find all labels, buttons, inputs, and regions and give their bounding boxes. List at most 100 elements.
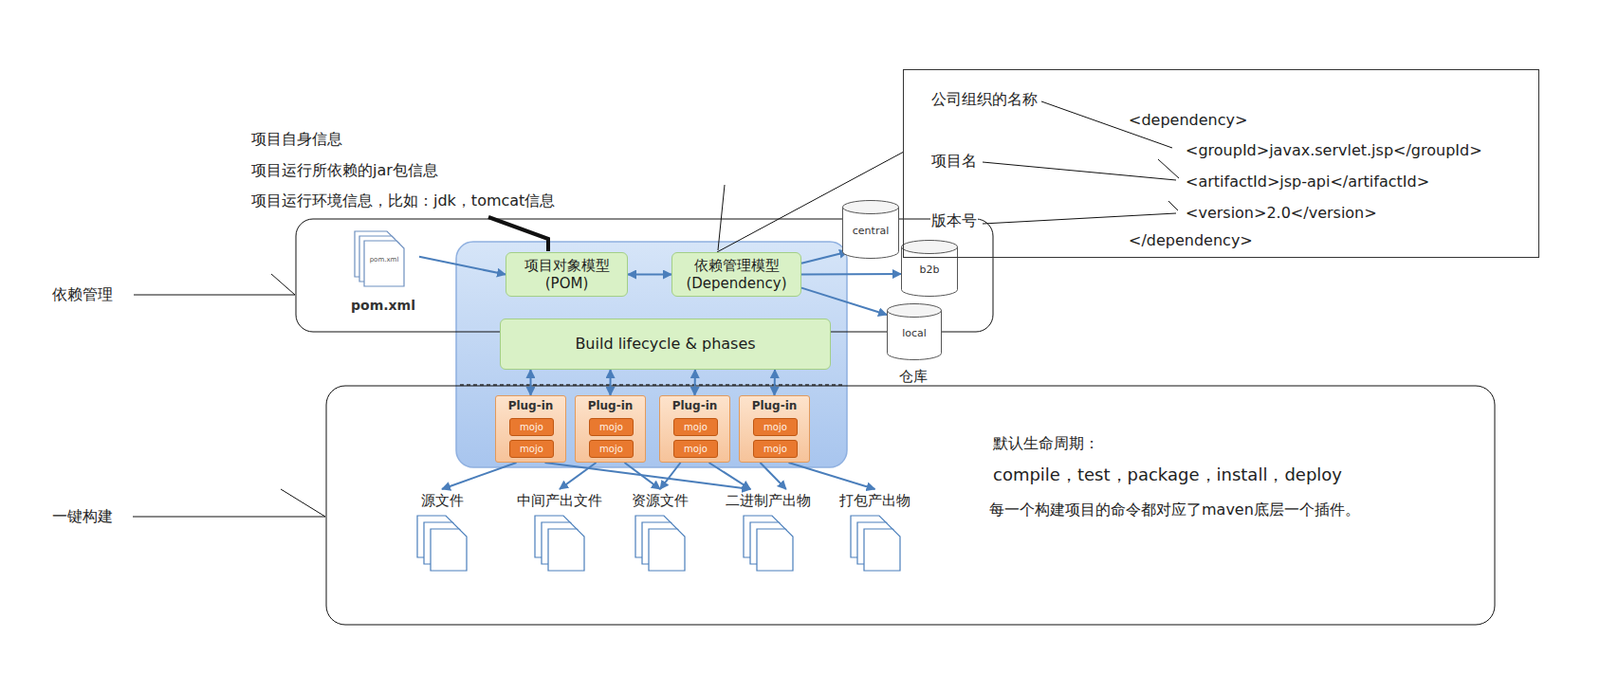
file-stack (845, 514, 906, 573)
leader-tick (1168, 201, 1178, 211)
file-page (864, 529, 901, 571)
output-files: 二进制产出物 (723, 489, 813, 573)
mojo-label: mojo (599, 422, 624, 433)
build-region (326, 386, 1495, 626)
file-icon: pom.xml pom.xml (347, 229, 420, 321)
leader-line (280, 489, 326, 517)
model-box: 依赖管理模型 (Dependency) (671, 252, 802, 297)
leader-line (982, 162, 1177, 181)
pointer-line (488, 217, 549, 252)
repository-label: central (842, 224, 900, 238)
plugin-label: Plug-in (660, 399, 730, 413)
plugin-label: Plug-in (496, 399, 566, 413)
box-label: 依赖管理模型 (Dependency) (678, 257, 795, 294)
output-label: 中间产出文件 (514, 489, 605, 511)
file-stack (737, 514, 799, 573)
connector (559, 462, 597, 490)
cylinder-body (843, 206, 900, 259)
xml-line: <dependency> (1127, 110, 1249, 130)
connector (441, 462, 517, 490)
xml-line: <artifactId>jsp-api</artifactId> (1184, 172, 1431, 192)
annotation-label: 依赖管理 (52, 285, 113, 305)
cylinder-top (901, 240, 958, 255)
annotation-text: 公司组织的名称 (930, 90, 1039, 110)
file-page (430, 529, 467, 571)
box-label: 项目对象模型 (POM) (512, 257, 622, 294)
connector (773, 369, 777, 396)
plugin-box: Plug-in mojo mojo (738, 395, 810, 463)
annotation-label: 每一个构建项目的命令都对应了maven底层一个插件。 (989, 500, 1361, 520)
connector (419, 257, 506, 276)
mojo-label: mojo (519, 443, 544, 455)
leader-line (982, 213, 1177, 224)
cylinder-top (887, 304, 942, 318)
annotation-text: 版本号 (930, 211, 978, 231)
connector (660, 462, 681, 490)
xml-line: <version>2.0</version> (1184, 203, 1379, 223)
connector (801, 288, 887, 315)
repository-cylinder: local (886, 303, 942, 361)
plugin-box: Plug-inmojomojo (574, 395, 646, 463)
leader-line (132, 516, 326, 518)
connector (545, 462, 752, 490)
connector (529, 369, 532, 396)
leader-line (133, 294, 295, 296)
connector (609, 369, 612, 396)
xml-line: <groupId>javax.servlet.jsp</groupId> (1184, 141, 1484, 161)
box-label: Build lifecycle & phases (574, 334, 755, 354)
connector (627, 274, 672, 276)
annotation-label: 一键构建 (52, 507, 113, 527)
file-page (548, 529, 585, 571)
file-label: pom.xml (347, 297, 420, 313)
repository-label: local (886, 327, 942, 340)
annotation-label: 仓库 (899, 367, 928, 387)
connector (789, 462, 876, 490)
connector (801, 273, 902, 276)
mojo-label: mojo (763, 443, 788, 455)
output-files: 资源文件 (627, 489, 693, 573)
xml-callout-box: 公司组织的名称项目名版本号<dependency><groupId>javax.… (902, 69, 1540, 258)
output-files: 源文件 (409, 489, 475, 573)
xml-line: </dependency> (1127, 231, 1254, 251)
leader-line (271, 274, 295, 295)
connector (801, 252, 848, 264)
repository-label: b2b (901, 263, 958, 276)
mojo-label: mojo (519, 422, 544, 433)
connector (694, 369, 697, 396)
file-stack (629, 514, 691, 573)
output-label: 二进制产出物 (723, 489, 813, 511)
file-page (756, 529, 793, 571)
mojo-box: mojo (673, 418, 718, 437)
output-label: 打包产出物 (837, 489, 913, 511)
mojo-label: mojo (683, 443, 708, 455)
annotation-label: 默认生命周期： (993, 434, 1100, 454)
plugin-box: Plug-in mojo mojo (495, 395, 567, 463)
mojo-label: mojo (763, 422, 788, 433)
mojo-label: mojo (599, 443, 624, 455)
document-page (364, 240, 405, 287)
file-stack (411, 514, 473, 573)
mojo-label: mojo (683, 422, 708, 433)
maven-panel (456, 241, 847, 468)
icon-caption: pom.xml (366, 256, 403, 264)
repository-cylinder: b2b (901, 239, 958, 297)
connector (625, 462, 662, 490)
file-page (648, 529, 685, 571)
mojo-box: mojo (588, 418, 634, 437)
leader-tick (1158, 159, 1179, 179)
mojo-box: mojo (509, 440, 554, 459)
annotation-label: 项目运行所依赖的jar包信息 (251, 161, 439, 181)
leader-line (717, 184, 725, 251)
plugin-box: Plug-in mojo mojo (659, 395, 731, 463)
output-label: 源文件 (409, 489, 475, 511)
output-files: 中间产出文件 (514, 489, 605, 573)
model-box: 项目对象模型 (POM) (505, 252, 628, 297)
output-label: 资源文件 (627, 489, 693, 511)
mojo-box: mojo (753, 418, 798, 437)
file-stack (529, 514, 590, 573)
annotation-label: 项目自身信息 (251, 129, 343, 149)
lifecycle-box: Build lifecycle & phases (499, 318, 831, 370)
plugin-label: Plug-in (739, 399, 810, 413)
output-files: 打包产出物 (837, 489, 913, 573)
